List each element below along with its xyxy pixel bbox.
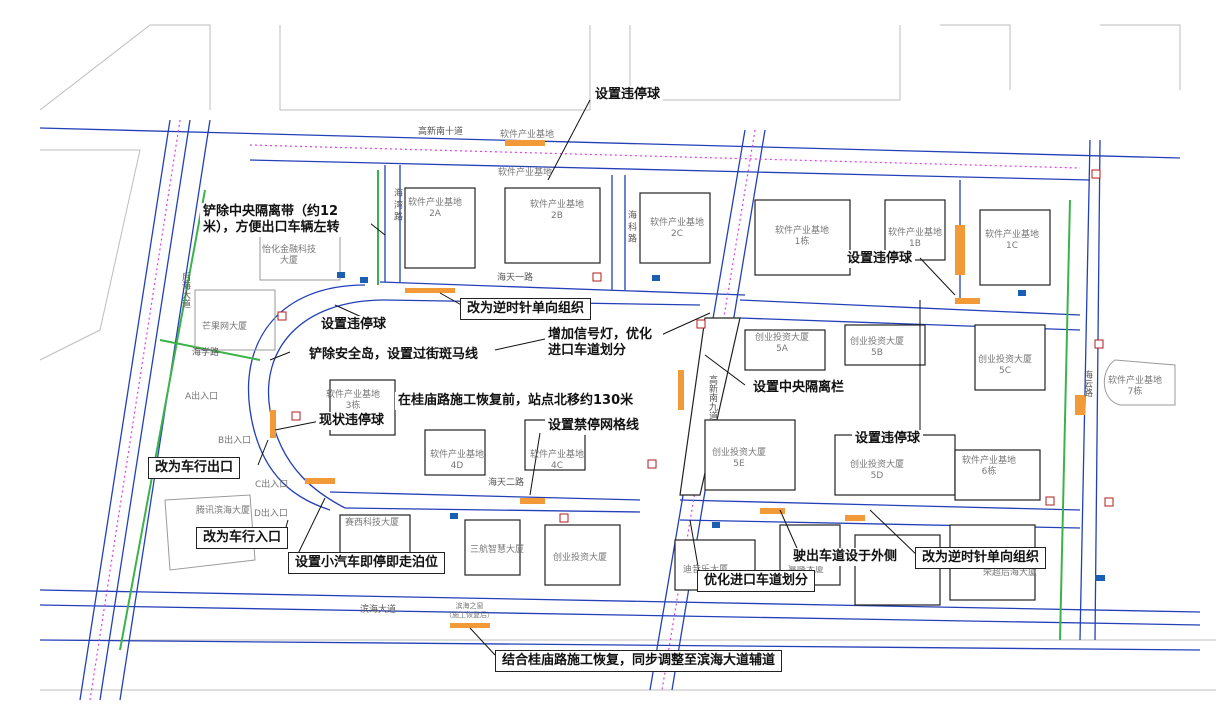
buildings bbox=[329, 187, 1051, 606]
bus-stop-icons bbox=[337, 272, 1105, 581]
orange-marks bbox=[270, 140, 1085, 628]
leader-lines bbox=[257, 99, 956, 656]
median-lines bbox=[89, 119, 1081, 701]
background-parcels bbox=[39, 24, 1216, 691]
road-network bbox=[39, 119, 1201, 701]
traffic-signs bbox=[277, 169, 1114, 523]
